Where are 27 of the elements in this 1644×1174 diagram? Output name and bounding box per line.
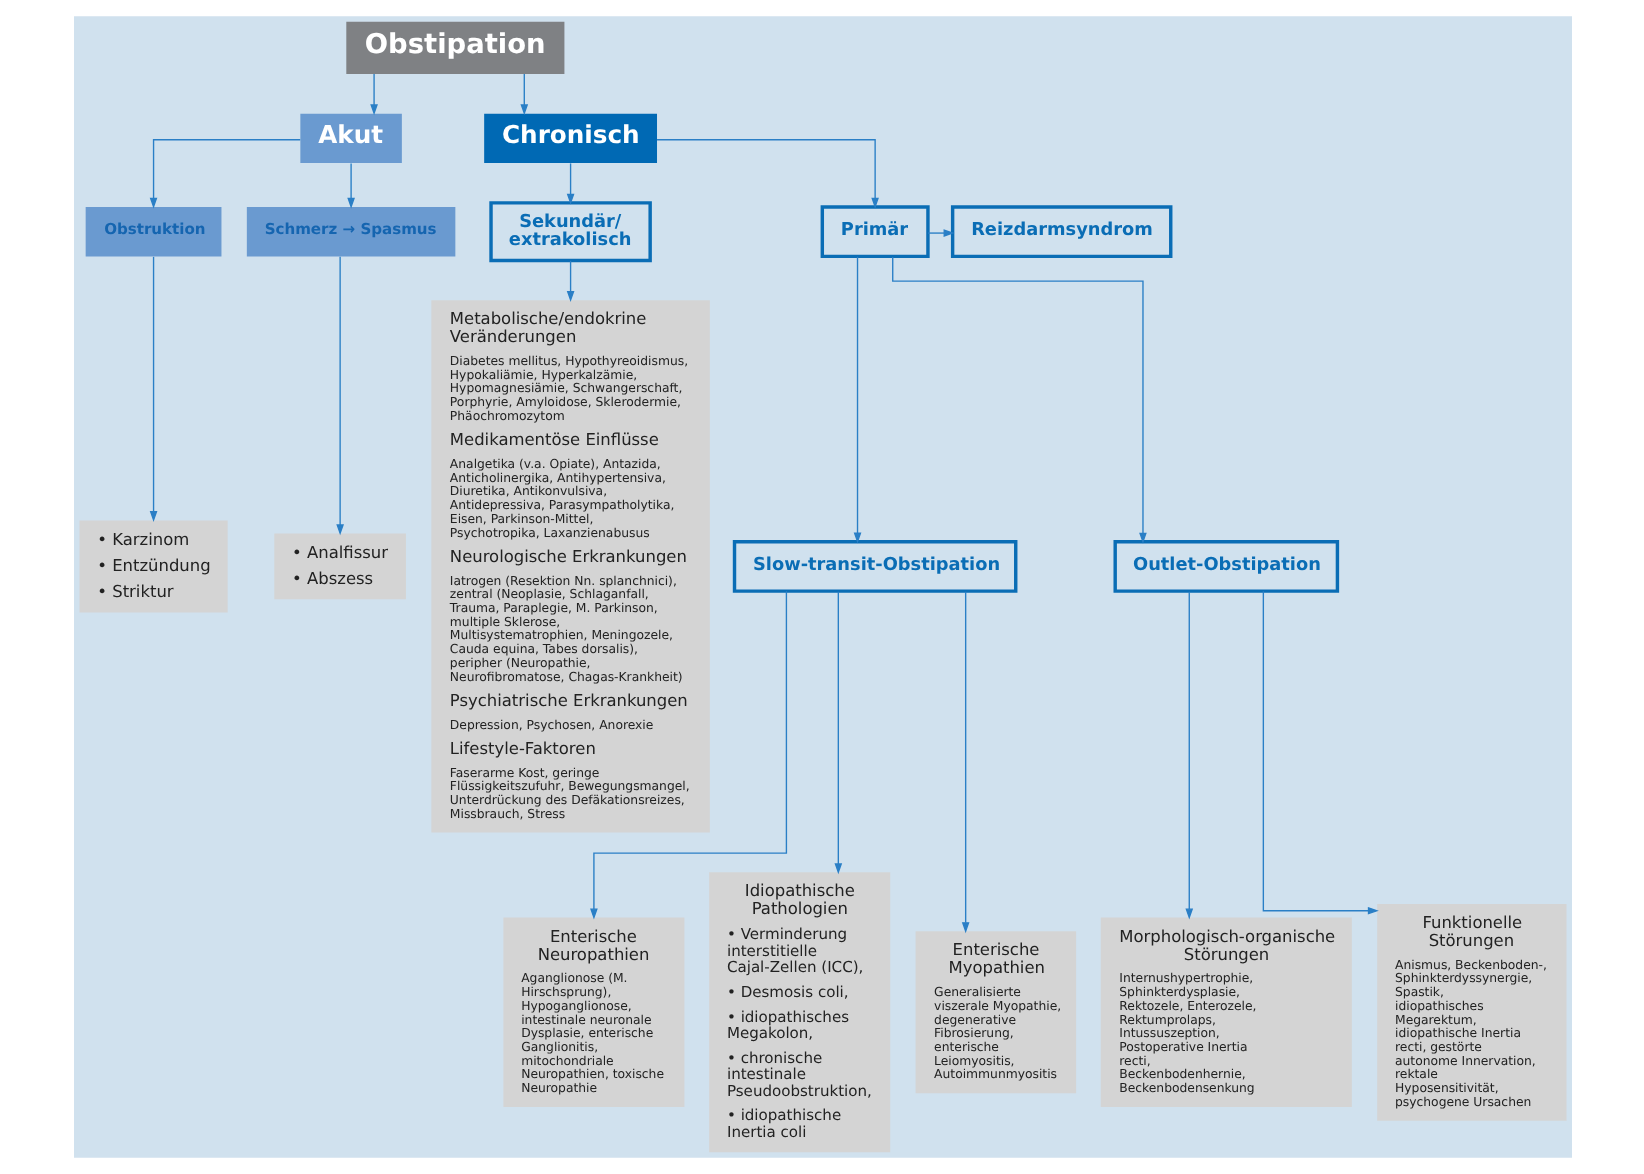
arrow (148, 139, 300, 209)
node-box: Akut (299, 113, 401, 164)
arrow (589, 590, 787, 920)
arrow (852, 256, 861, 544)
arrow (1184, 590, 1193, 920)
arrow (565, 260, 574, 303)
node-box: • Analfissur • Abszess (273, 533, 405, 600)
arrow (655, 139, 878, 209)
arrow (565, 162, 574, 205)
arrow (926, 229, 954, 237)
arrow (960, 590, 969, 934)
node-box: Slow-transit-Obstipation (731, 540, 1017, 593)
arrow (369, 73, 377, 116)
arrow (346, 162, 354, 209)
node-box: • Karzinom • Entzündung • Striktur (78, 520, 227, 613)
arrow (148, 256, 157, 523)
node-box: Chronisch (483, 113, 656, 164)
arrow (891, 256, 1146, 544)
arrow (833, 590, 842, 875)
arrow (519, 73, 528, 116)
arrow (335, 256, 343, 536)
node-box: Reizdarmsyndrom (949, 205, 1172, 259)
node-box: Outlet-Obstipation (1112, 540, 1339, 593)
node-box: Obstipation (345, 21, 564, 74)
node-box: Sekundär/ extrakolisch (488, 201, 651, 263)
arrow (1261, 590, 1378, 915)
node-box: Primär (819, 205, 929, 259)
